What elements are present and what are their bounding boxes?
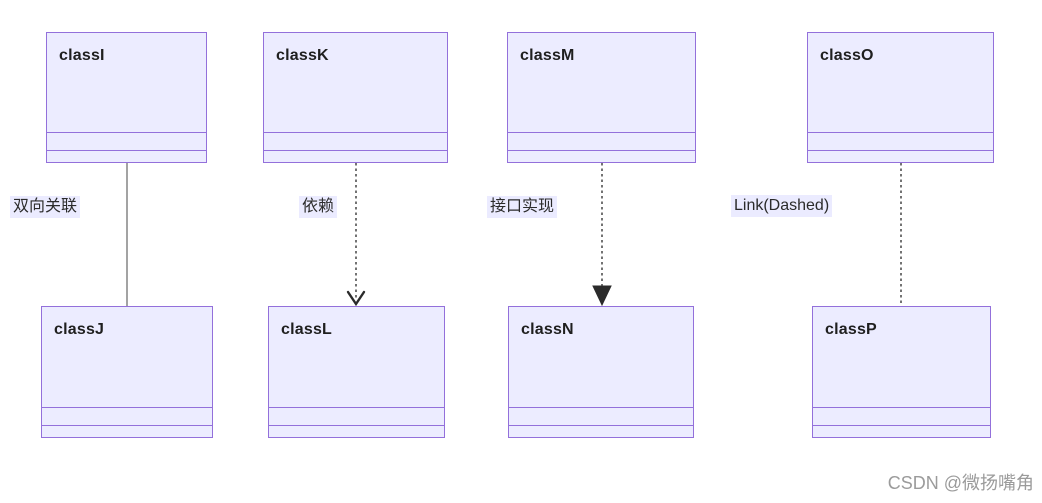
edge-label-bidirectional-association: 双向关联	[10, 196, 81, 218]
class-box-classI: classI	[46, 32, 207, 163]
edge-label-realization: 接口实现	[487, 196, 558, 218]
class-title: classO	[820, 47, 874, 64]
class-methods-section	[813, 425, 990, 437]
filled-triangle-arrowhead-icon	[592, 285, 612, 307]
class-methods-section	[808, 150, 993, 162]
class-title: classM	[520, 47, 575, 64]
class-attributes-section	[42, 407, 212, 425]
class-methods-section	[269, 425, 444, 437]
csdn-watermark: CSDN @微扬嘴角	[887, 473, 1034, 493]
edge-label-dashed-link: Link(Dashed)	[731, 195, 833, 217]
class-attributes-section	[808, 132, 993, 150]
class-title: classJ	[54, 321, 105, 338]
class-attributes-section	[269, 407, 444, 425]
class-methods-section	[42, 425, 212, 437]
class-title: classI	[59, 47, 105, 64]
class-attributes-section	[509, 407, 693, 425]
class-methods-section	[509, 425, 693, 437]
class-box-classN: classN	[508, 306, 694, 438]
class-box-classO: classO	[807, 32, 994, 163]
class-title: classN	[521, 321, 574, 338]
class-attributes-section	[508, 132, 695, 150]
class-methods-section	[264, 150, 447, 162]
class-box-classL: classL	[268, 306, 445, 438]
class-box-classM: classM	[507, 32, 696, 163]
class-title: classK	[276, 47, 329, 64]
class-attributes-section	[264, 132, 447, 150]
class-title: classL	[281, 321, 333, 338]
class-attributes-section	[813, 407, 990, 425]
edge-label-dependency: 依赖	[299, 196, 338, 218]
class-attributes-section	[47, 132, 206, 150]
class-box-classK: classK	[263, 32, 448, 163]
class-methods-section	[47, 150, 206, 162]
class-title: classP	[825, 321, 877, 338]
class-box-classP: classP	[812, 306, 991, 438]
class-methods-section	[508, 150, 695, 162]
class-box-classJ: classJ	[41, 306, 213, 438]
open-arrowhead-icon	[346, 290, 366, 307]
